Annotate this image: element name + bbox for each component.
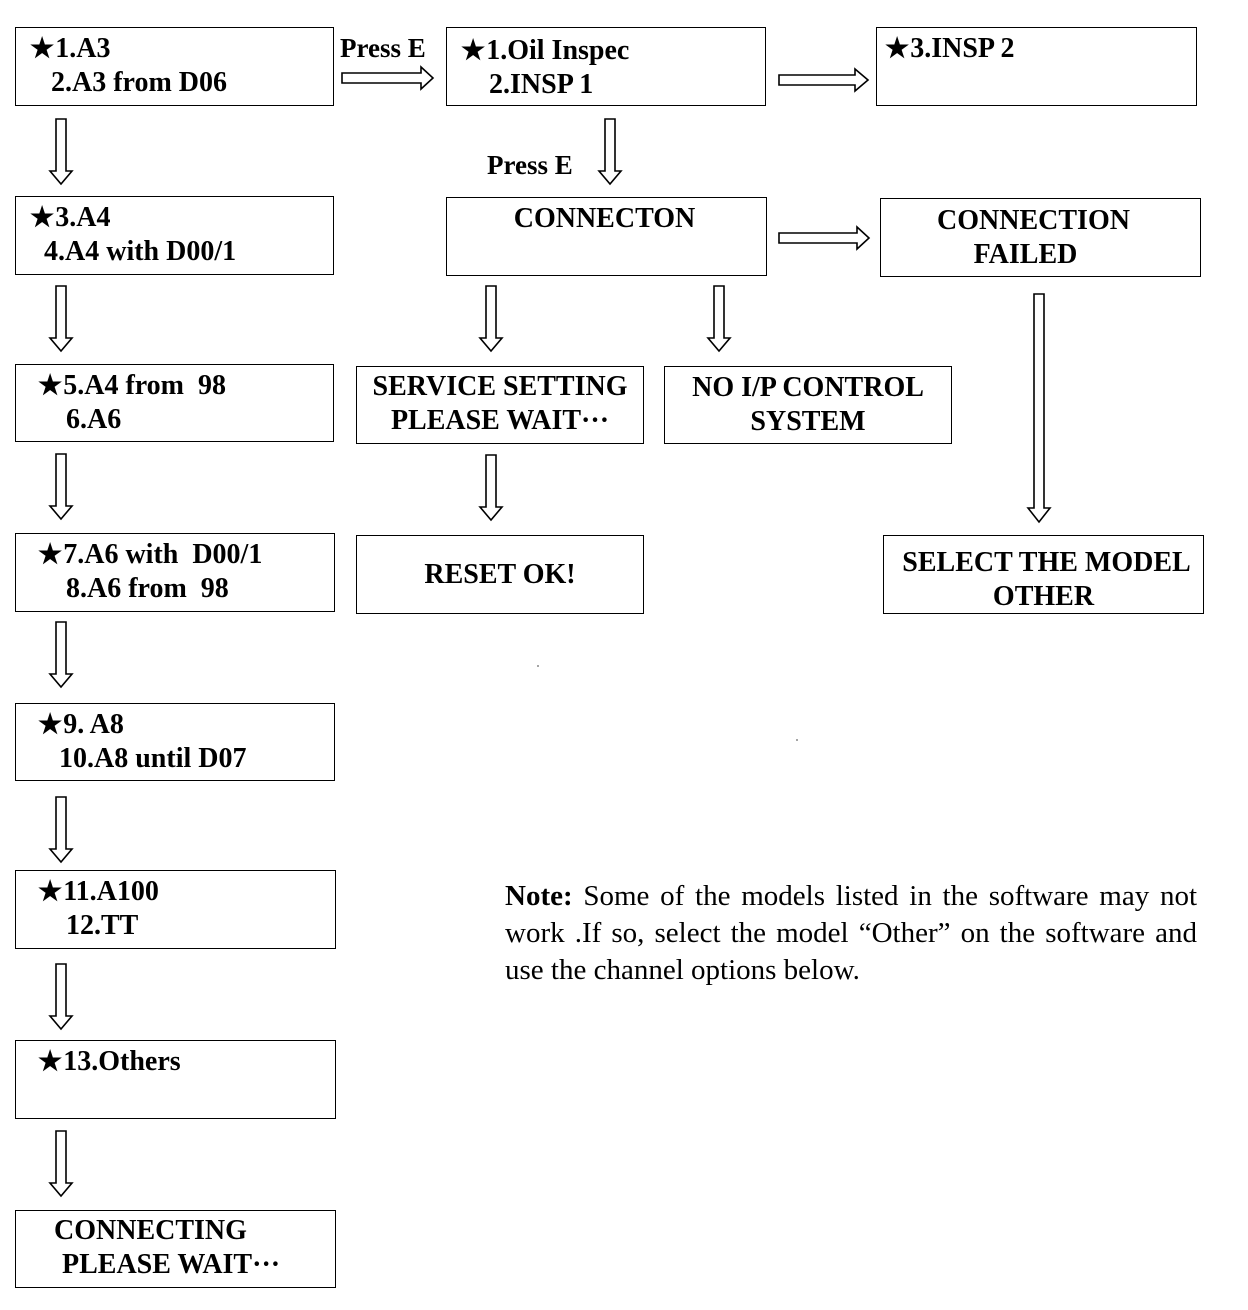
inspection-line-1: ★1.Oil Inspec [461, 35, 630, 66]
service-line-1: SERVICE SETTING [372, 371, 628, 402]
model-box-a100: ★11.A100 12.TT [15, 870, 336, 949]
inspection-line-2: 2.INSP 1 [489, 69, 594, 100]
model-box-a3: ★1.A3 2.A3 from D06 [15, 27, 334, 106]
model-line-2: 6.A6 [38, 404, 122, 435]
insp2-box: ★3.INSP 2 [876, 27, 1197, 106]
no-ip-line-2: SYSTEM [750, 406, 866, 437]
arrow-right-failed [778, 225, 871, 251]
reset-ok-label: RESET OK! [424, 559, 576, 590]
arrow-down-service [478, 285, 504, 353]
arrow-down-noip [706, 285, 732, 353]
star-icon: ★ [461, 35, 486, 65]
model-line-2: 8.A6 from 98 [38, 573, 229, 604]
model-line-1: ★7.A6 with D00/1 [38, 539, 263, 570]
star-icon: ★ [38, 370, 63, 400]
connection-failed-box: CONNECTION FAILED [880, 198, 1201, 277]
reset-ok-box: RESET OK! [356, 535, 644, 614]
arrow-right-insp2 [778, 67, 870, 93]
select-line-2: OTHER [992, 581, 1095, 612]
model-box-a4: ★3.A4 4.A4 with D00/1 [15, 196, 334, 275]
arrow-down-6 [48, 963, 74, 1031]
star-icon: ★ [38, 876, 63, 906]
insp2-line: ★3.INSP 2 [885, 33, 1015, 64]
arrow-down-3 [48, 453, 74, 521]
connecton-box: CONNECTON [446, 197, 767, 276]
press-e-label-mid: Press E [487, 150, 573, 180]
model-line-1: ★5.A4 from 98 [38, 370, 227, 401]
connecton-label: CONNECTON [513, 203, 696, 234]
note-paragraph: Note: Some of the models listed in the s… [505, 878, 1197, 989]
model-line-2: 4.A4 with D00/1 [30, 236, 237, 267]
connecting-line-1: CONNECTING [54, 1215, 247, 1246]
model-box-a6: ★7.A6 with D00/1 8.A6 from 98 [15, 533, 335, 612]
select-line-1: SELECT THE MODEL [902, 547, 1191, 578]
no-ip-line-1: NO I/P CONTROL [692, 372, 924, 403]
arrow-down-7 [48, 1130, 74, 1198]
model-line-1: ★9. A8 [38, 709, 124, 740]
arrow-down-1 [48, 118, 74, 186]
arrow-down-failed [1026, 293, 1052, 524]
star-icon: ★ [38, 539, 63, 569]
connecting-box: CONNECTING PLEASE WAIT··· [15, 1210, 336, 1288]
no-ip-control-box: NO I/P CONTROL SYSTEM [664, 366, 952, 444]
model-line-1: ★3.A4 [30, 202, 111, 233]
failed-line-1: CONNECTION [937, 205, 1130, 236]
press-e-label-top: Press E [340, 33, 426, 63]
model-box-a4-98: ★5.A4 from 98 6.A6 [15, 364, 334, 442]
select-model-box: SELECT THE MODEL OTHER [883, 535, 1204, 614]
model-line-1: ★13.Others [38, 1046, 181, 1077]
model-line-2: 10.A8 until D07 [38, 743, 247, 774]
arrow-down-4 [48, 621, 74, 689]
note-label: Note: [505, 880, 573, 912]
model-box-others: ★13.Others [15, 1040, 336, 1119]
note-text: Some of the models listed in the softwar… [505, 880, 1197, 986]
arrow-down-2 [48, 285, 74, 353]
arrow-right-press-e [341, 65, 435, 91]
model-line-1: ★11.A100 [38, 876, 159, 907]
star-icon: ★ [30, 202, 55, 232]
arrow-down-reset [478, 454, 504, 522]
arrow-down-inspec [597, 118, 623, 186]
star-icon: ★ [38, 1046, 63, 1076]
arrow-down-5 [48, 796, 74, 864]
model-line-2: 12.TT [38, 910, 139, 941]
model-box-a8: ★9. A8 10.A8 until D07 [15, 703, 335, 781]
model-line-1: ★1.A3 [30, 33, 111, 64]
connecting-line-2: PLEASE WAIT··· [62, 1249, 281, 1280]
inspection-box: ★1.Oil Inspec 2.INSP 1 [446, 27, 766, 106]
service-setting-box: SERVICE SETTING PLEASE WAIT··· [356, 366, 644, 444]
star-icon: ★ [885, 33, 910, 63]
service-line-2: PLEASE WAIT··· [390, 405, 610, 436]
model-line-2: 2.A3 from D06 [30, 67, 228, 98]
star-icon: ★ [38, 709, 63, 739]
star-icon: ★ [30, 33, 55, 63]
failed-line-2: FAILED [973, 239, 1078, 270]
